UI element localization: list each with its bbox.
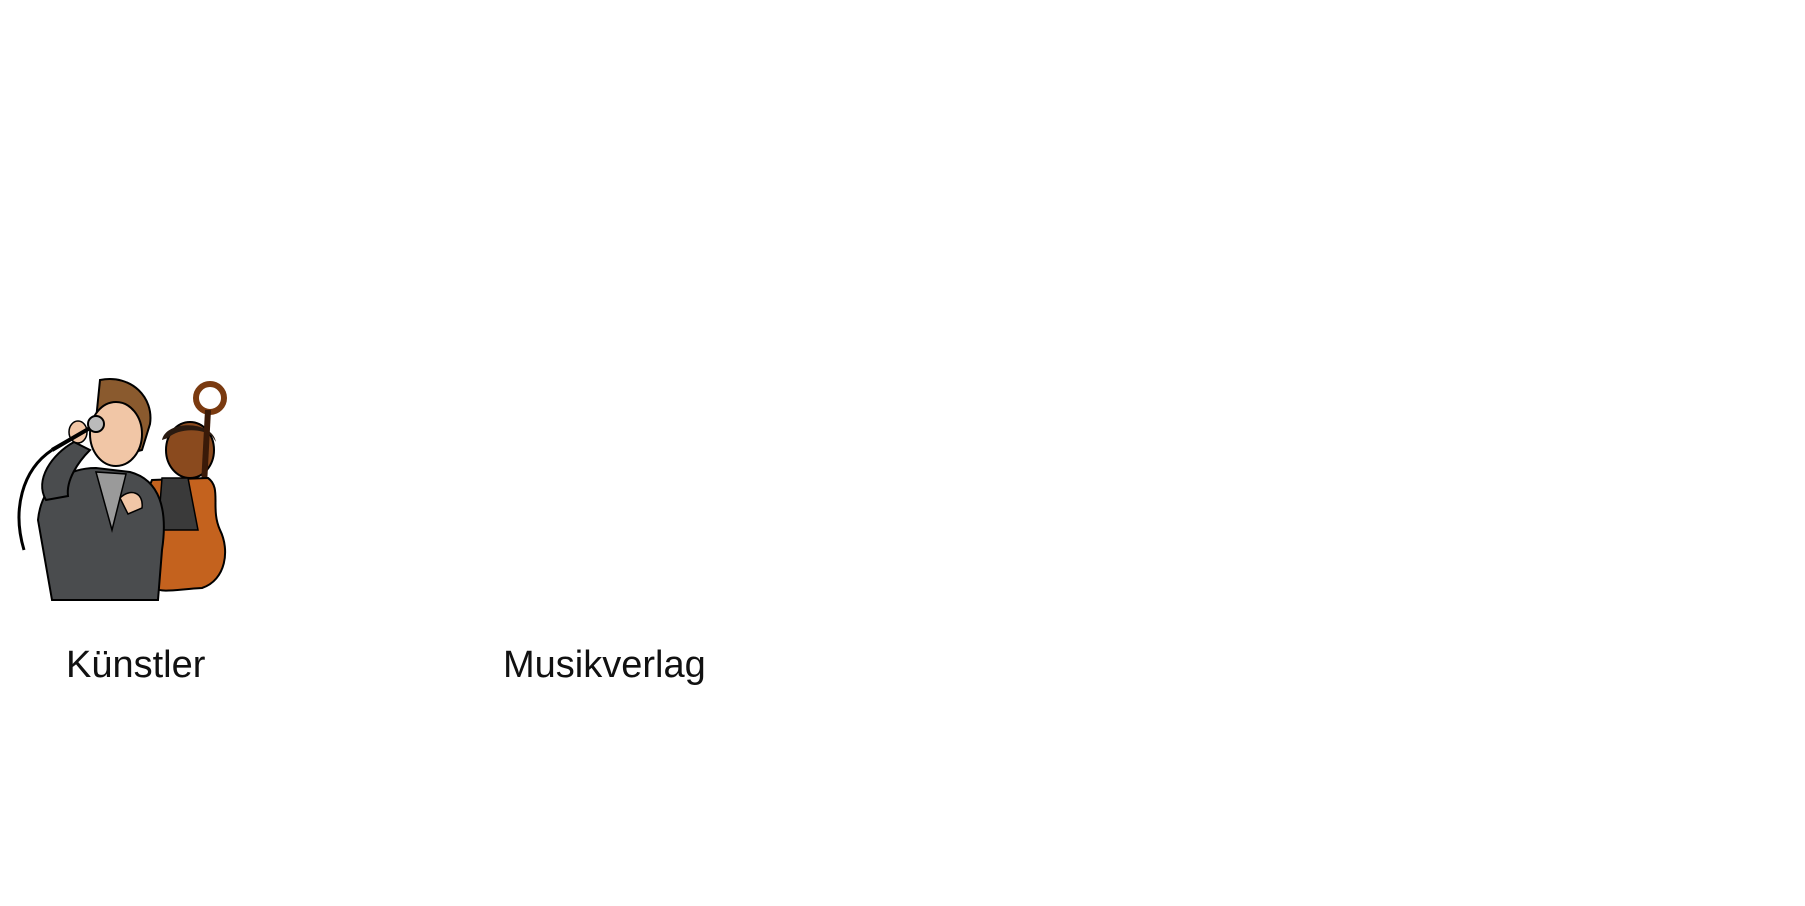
artist-icon [17, 378, 227, 601]
publisher-label: Musikverlag [503, 644, 706, 686]
artist-label: Künstler [66, 644, 206, 686]
